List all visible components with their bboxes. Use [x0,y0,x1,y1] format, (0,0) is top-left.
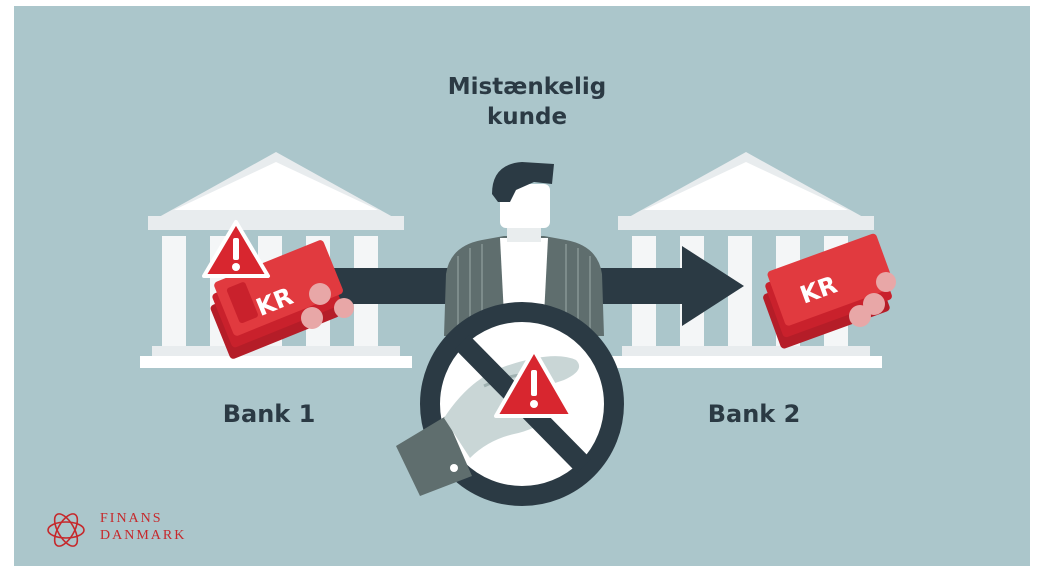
logo-line-1: FINANS [100,511,163,526]
finans-danmark-logo: FINANS DANMARK [48,508,208,548]
suspicious-customer-title: Mistænkelig kunde [412,72,642,132]
banknote-icon [210,240,343,359]
bank2-kr-sign: KR [730,180,762,204]
bank1-label: Bank 1 [222,400,316,428]
warning-triangle-icon [494,348,574,418]
coin-icon [301,283,354,329]
coin-icon [849,272,896,327]
warning-triangle-icon [202,220,270,278]
logo-text: FINANS DANMARK [100,510,186,544]
bank1-kr-sign: KR [260,180,292,204]
illustration-canvas: Mistænkelig kunde KR KR KR KR Bank 1 Ban… [14,6,1030,566]
title-line-2: kunde [486,104,568,130]
logo-line-2: DANMARK [100,528,187,543]
bank2-label: Bank 2 [707,400,801,428]
banknote-icon [763,233,895,349]
illustration-art [47,152,896,547]
finans-danmark-logo-mark [47,513,85,547]
title-line-1: Mistænkelig [447,74,607,100]
